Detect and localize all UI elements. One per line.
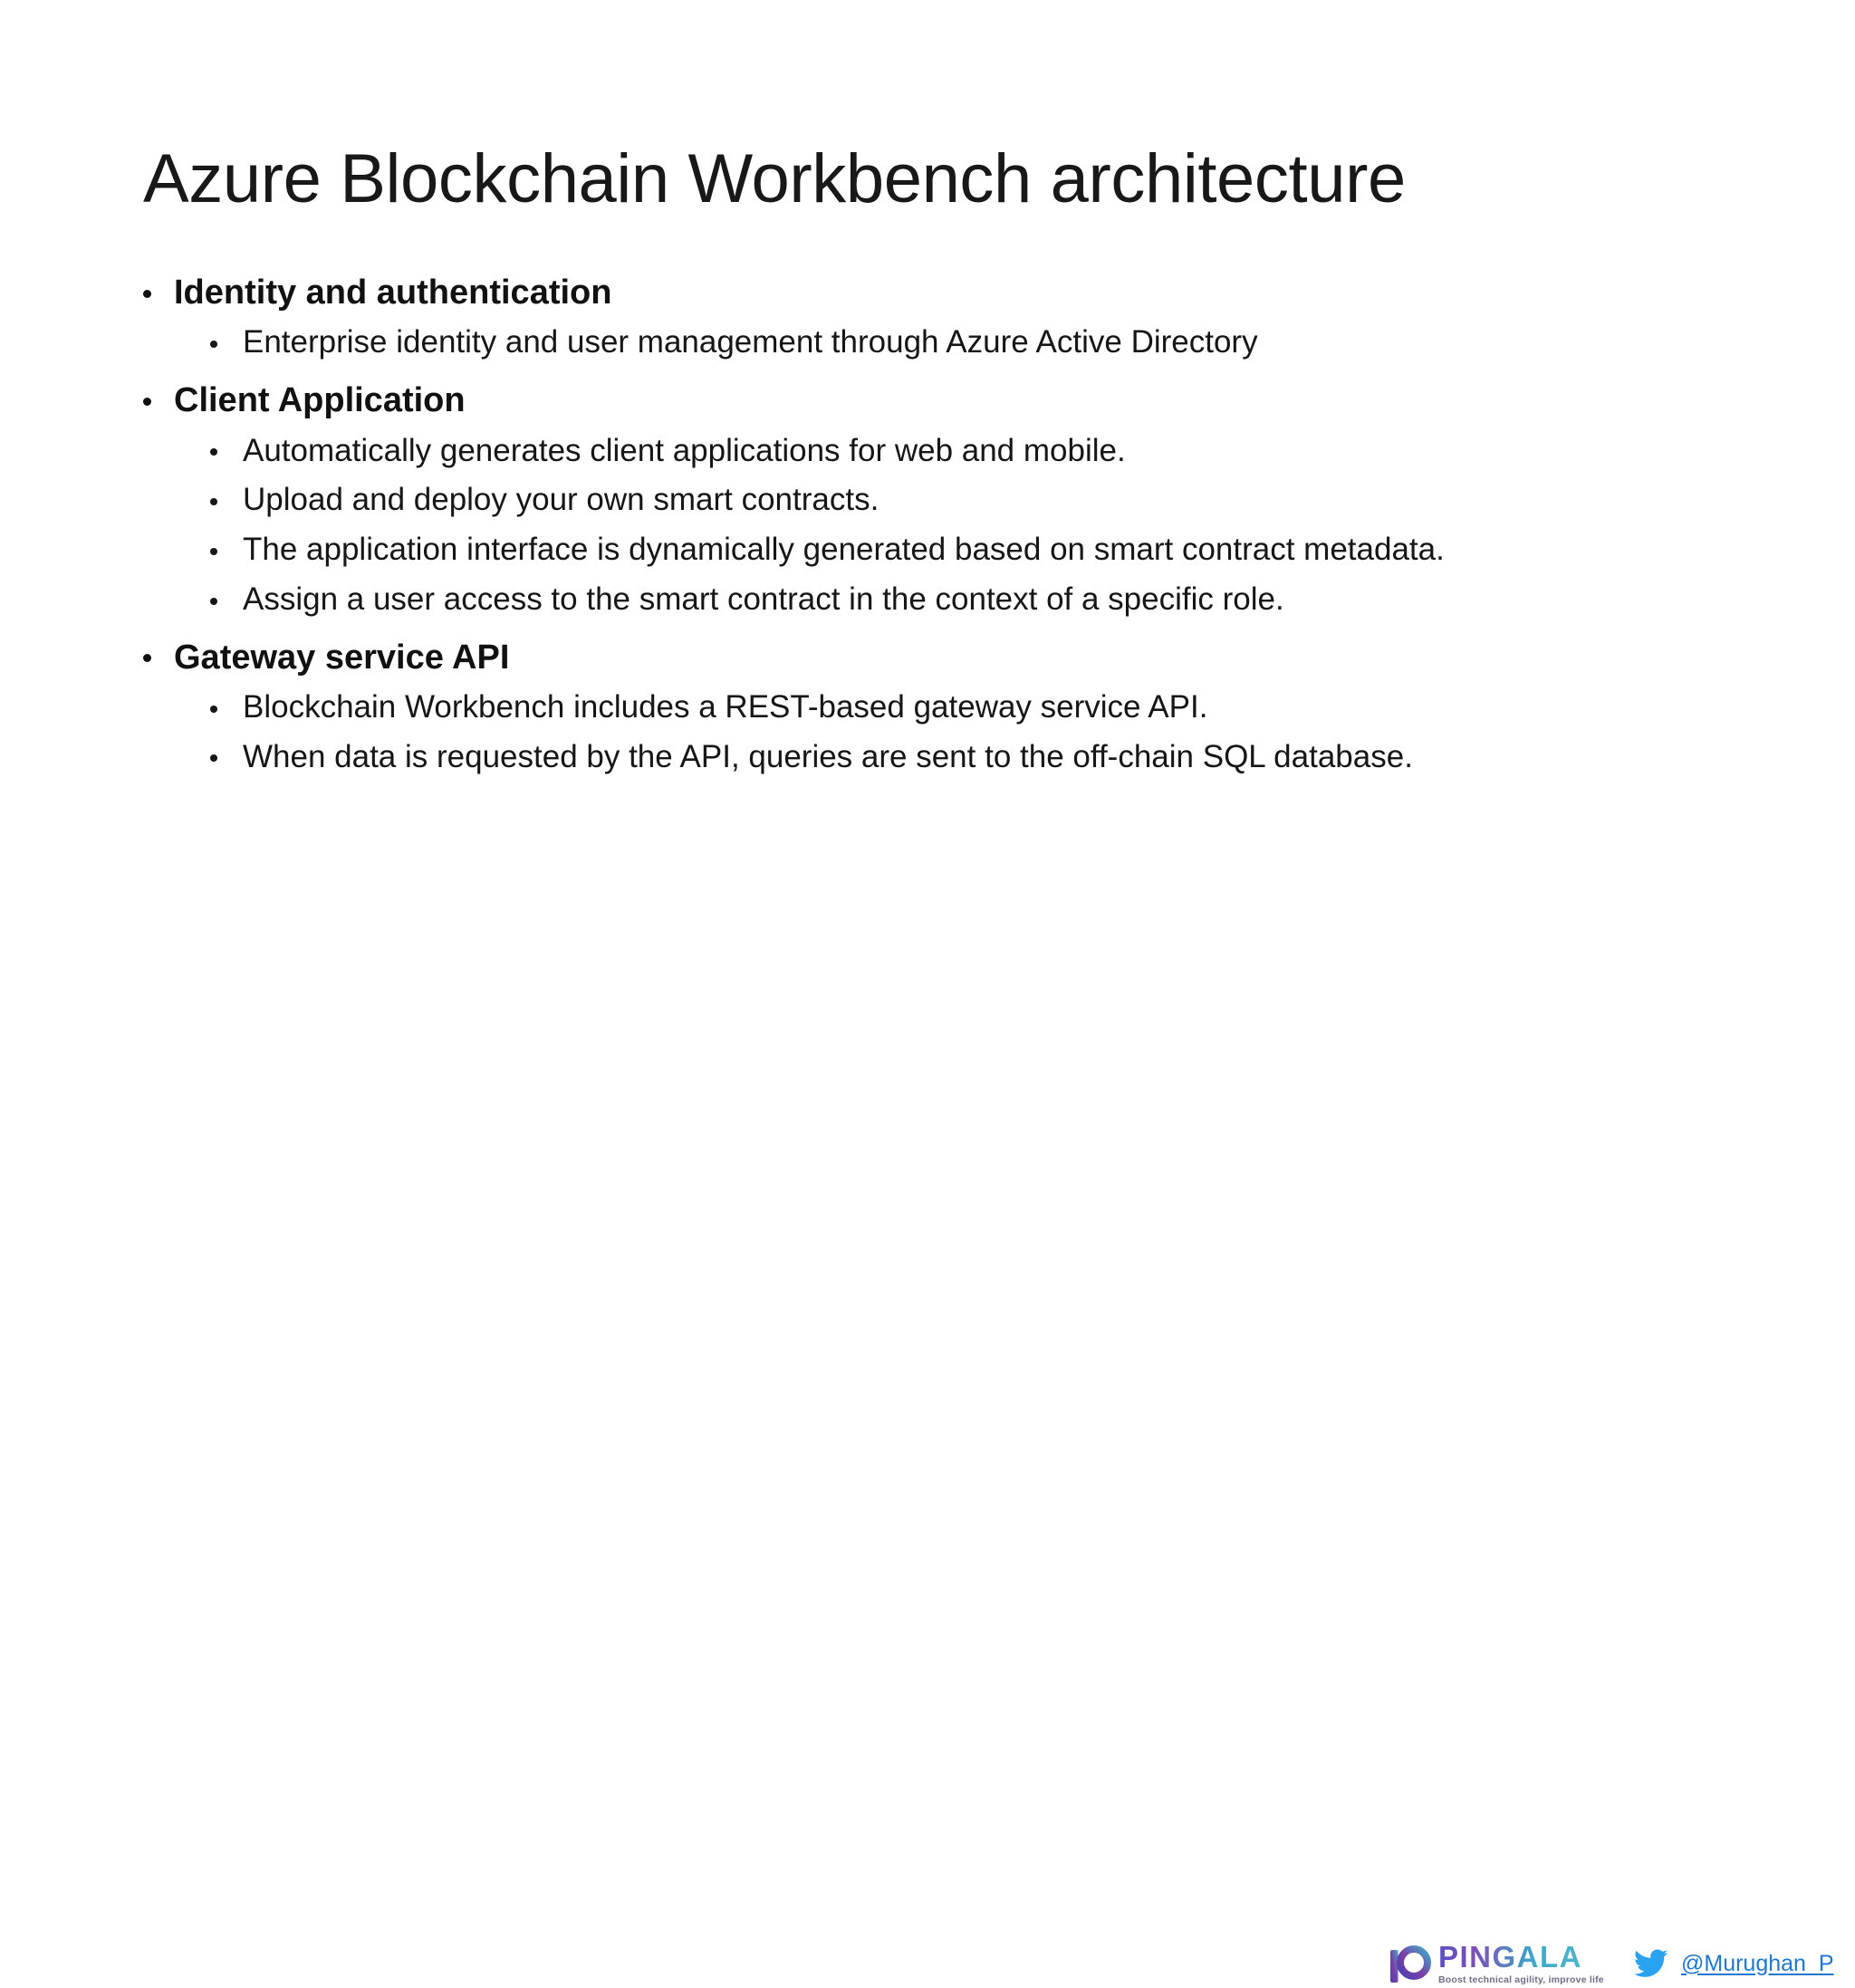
bullet-level2-item: Enterprise identity and user management … bbox=[136, 322, 1710, 363]
bullet-level2-item: Upload and deploy your own smart contrac… bbox=[136, 480, 1710, 521]
bullet-level2-label: Upload and deploy your own smart contrac… bbox=[243, 482, 879, 518]
bullet-dot-icon bbox=[143, 289, 151, 298]
slide-footer: PINGALA Boost technical agility, improve… bbox=[0, 956, 1855, 1984]
bullet-dot-icon bbox=[210, 497, 217, 505]
bullet-group-gateway-service-api: Gateway service API Blockchain Workbench… bbox=[136, 637, 1739, 778]
bullet-level2-label: When data is requested by the API, queri… bbox=[243, 738, 1413, 774]
bullet-dot-icon bbox=[210, 340, 217, 348]
bullet-group-client-application: Client Application Automatically generat… bbox=[136, 379, 1739, 620]
twitter-handle-link[interactable]: @Murughan_P bbox=[1681, 1950, 1834, 1976]
bullet-level1-label: Gateway service API bbox=[174, 638, 510, 677]
bullet-level1-label: Client Application bbox=[174, 381, 466, 420]
presentation-slide: Azure Blockchain Workbench architecture … bbox=[0, 139, 1855, 1985]
bullet-level2-label: The application interface is dynamically… bbox=[243, 532, 1445, 568]
pingala-ten-circle-logo-icon bbox=[1389, 1943, 1431, 1984]
bullet-level2-item: Assign a user access to the smart contra… bbox=[136, 580, 1710, 620]
twitter-bird-icon bbox=[1634, 1949, 1668, 1978]
bullet-level2-item: The application interface is dynamically… bbox=[136, 530, 1710, 571]
bullet-level1-client-application: Client Application bbox=[136, 379, 1739, 421]
bullet-level2-label: Assign a user access to the smart contra… bbox=[243, 581, 1284, 617]
bullet-dot-icon bbox=[143, 654, 151, 663]
bullet-level2-label: Blockchain Workbench includes a REST-bas… bbox=[243, 689, 1208, 725]
pingala-wordmark: PINGALA bbox=[1438, 1942, 1604, 1972]
bullet-level1-label: Identity and authentication bbox=[174, 274, 612, 312]
bullet-dot-icon bbox=[210, 547, 217, 555]
pingala-logo-text: PINGALA Boost technical agility, improve… bbox=[1438, 1942, 1604, 1985]
bullet-level1-identity-and-authentication: Identity and authentication bbox=[136, 272, 1739, 313]
bullet-level2-label: Automatically generates client applicati… bbox=[243, 432, 1126, 468]
bullet-dot-icon bbox=[210, 705, 217, 713]
bullet-level2-label: Enterprise identity and user management … bbox=[243, 324, 1258, 360]
twitter-handle-block[interactable]: @Murughan_P bbox=[1634, 1949, 1834, 1978]
bullet-dot-icon bbox=[143, 397, 151, 406]
bullet-dot-icon bbox=[210, 754, 217, 763]
bullet-level2-item: Blockchain Workbench includes a REST-bas… bbox=[136, 687, 1710, 728]
bullet-level2-item: When data is requested by the API, queri… bbox=[136, 737, 1710, 778]
bullet-group-identity-and-authentication: Identity and authentication Enterprise i… bbox=[136, 272, 1739, 363]
bullet-level1-gateway-service-api: Gateway service API bbox=[136, 637, 1739, 678]
pingala-tagline: Boost technical agility, improve life bbox=[1438, 1974, 1604, 1985]
bullet-dot-icon bbox=[210, 597, 217, 605]
page-title: Azure Blockchain Workbench architecture bbox=[143, 139, 1406, 217]
bullet-level2-item: Automatically generates client applicati… bbox=[136, 431, 1710, 472]
slide-body-content: Identity and authentication Enterprise i… bbox=[136, 272, 1739, 794]
pingala-logo: PINGALA Boost technical agility, improve… bbox=[1389, 1942, 1604, 1985]
bullet-dot-icon bbox=[210, 448, 217, 456]
